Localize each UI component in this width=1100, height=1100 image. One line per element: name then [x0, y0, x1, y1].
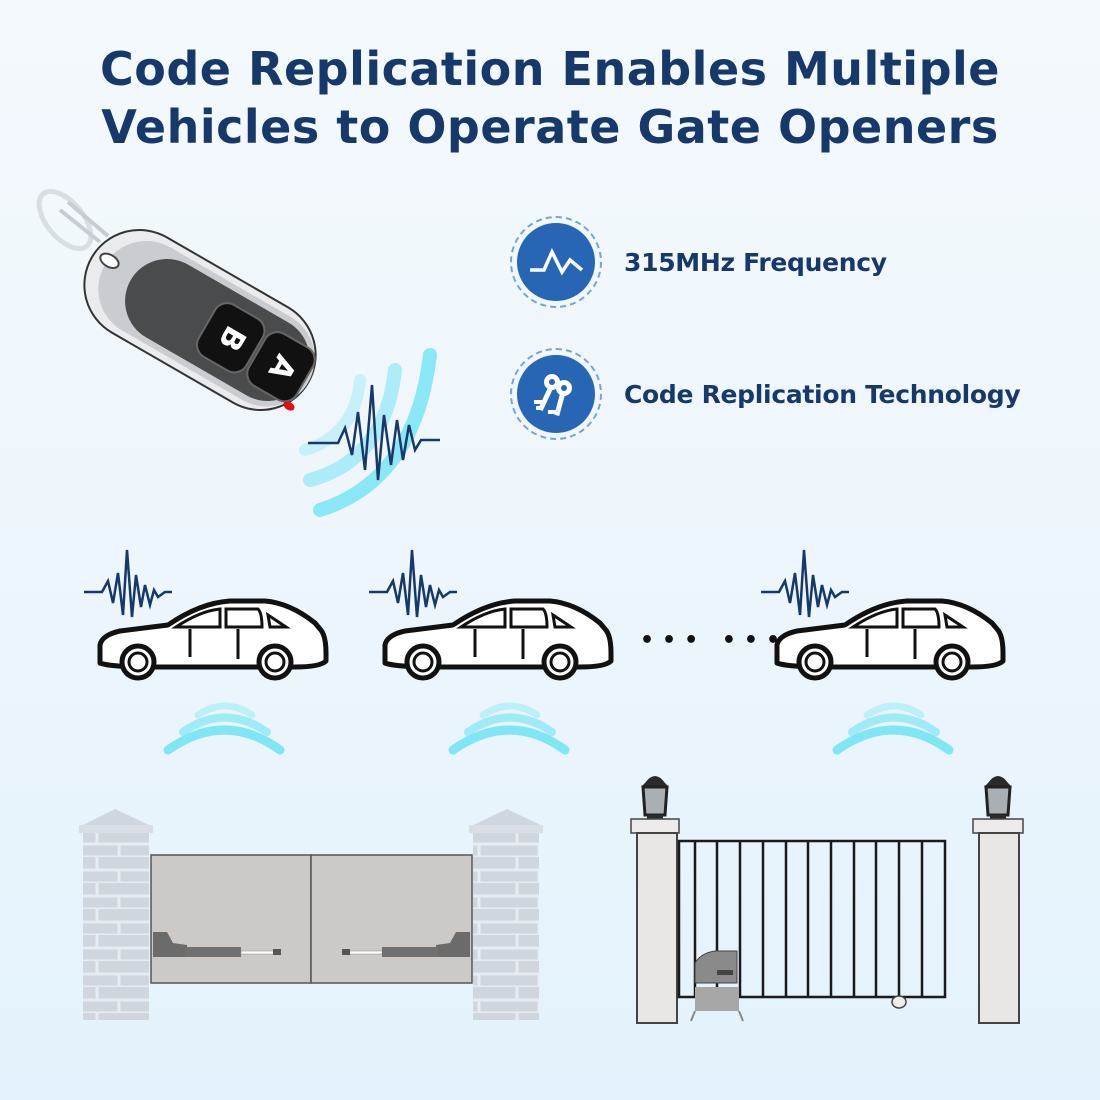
- frequency-wave-icon: [517, 223, 595, 301]
- title-line-2: Vehicles to Operate Gate Openers: [101, 100, 999, 154]
- gate-wheel: [891, 995, 907, 1009]
- waveform-icon: [84, 549, 172, 618]
- brick-pillar-right: [469, 809, 545, 1020]
- led-indicator: [283, 401, 295, 411]
- waveform-icon: [369, 549, 457, 618]
- remote-fob: B A: [83, 229, 317, 411]
- waveform-icon: [761, 549, 849, 618]
- sliding-opener-motor: [690, 950, 744, 1022]
- brick-pillar-left: [79, 809, 153, 1020]
- feature-frequency: 315MHz Frequency: [510, 216, 887, 308]
- vehicle-2: [369, 549, 614, 755]
- keys-icon: [517, 355, 595, 433]
- pillar-right: [972, 818, 1024, 1024]
- waveform-icon: [308, 384, 440, 481]
- title-line-1: Code Replication Enables Multiple: [100, 42, 1000, 96]
- button-b: [196, 302, 266, 374]
- lamp-icon: [641, 776, 669, 821]
- gate-leaf-left: [150, 854, 312, 984]
- vehicle-3: [761, 549, 1006, 755]
- more-vehicles-ellipsis: ••• •••: [640, 628, 789, 653]
- vehicle-1: [84, 549, 329, 755]
- feature-label: Code Replication Technology: [624, 379, 1021, 409]
- lamp-icon: [984, 776, 1012, 821]
- arm-opener-right: [342, 932, 470, 957]
- feature-code-replication: Code Replication Technology: [510, 348, 1021, 440]
- signal-arcs-icon: [448, 702, 570, 755]
- button-a: [246, 331, 316, 403]
- pillar-left: [630, 818, 680, 1024]
- gate-leaf-right: [310, 854, 473, 984]
- sliding-gate-panel: [677, 839, 947, 999]
- remote-illustration: B A: [36, 189, 440, 517]
- signal-arcs-icon: [832, 702, 954, 755]
- keyring-icon: [36, 189, 110, 251]
- sliding-gate-illustration: [630, 776, 1024, 1024]
- signal-arcs-icon: [163, 702, 285, 755]
- signal-arcs-icon: [299, 348, 437, 517]
- swing-gate-illustration: [79, 809, 545, 1020]
- arm-opener-left: [153, 932, 281, 957]
- page-title: Code Replication Enables Multiple Vehicl…: [0, 40, 1100, 156]
- feature-label: 315MHz Frequency: [624, 247, 887, 277]
